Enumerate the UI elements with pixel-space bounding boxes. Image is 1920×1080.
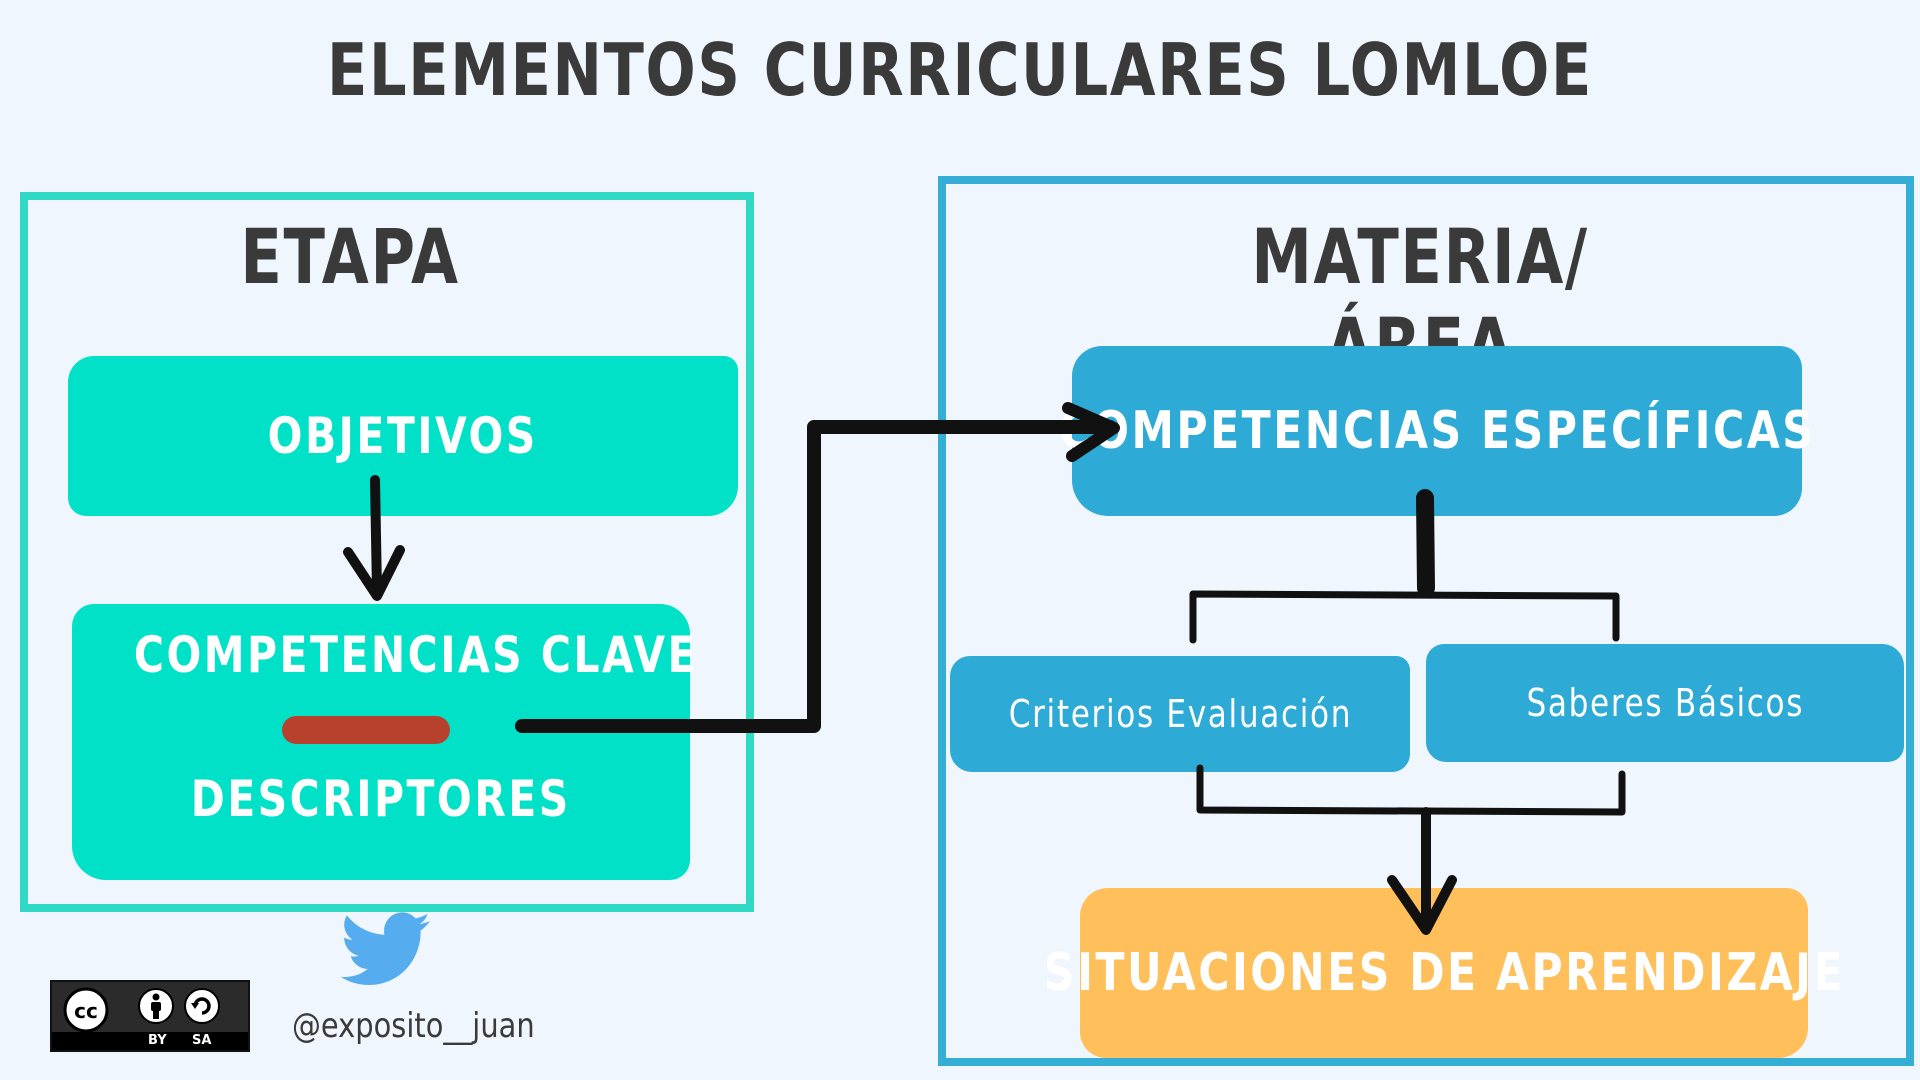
saberes-basicos-box: Saberes Básicos bbox=[1426, 644, 1904, 762]
by-person-icon bbox=[138, 988, 174, 1024]
red-separator-dash bbox=[282, 716, 450, 744]
saberes-basicos-label: Saberes Básicos bbox=[1526, 681, 1804, 725]
etapa-heading: ETAPA bbox=[240, 212, 460, 301]
page-title: ELEMENTOS CURRICULARES LOMLOE bbox=[326, 28, 1593, 112]
sa-recycle-icon bbox=[184, 988, 220, 1024]
criterios-evaluacion-label: Criterios Evaluación bbox=[1008, 692, 1352, 736]
cc-sa-label: SA bbox=[192, 1033, 212, 1048]
descriptores-label: DESCRIPTORES bbox=[191, 770, 571, 828]
criterios-evaluacion-box: Criterios Evaluación bbox=[950, 656, 1410, 772]
svg-text:cc: cc bbox=[74, 999, 98, 1023]
competencias-clave-label: COMPETENCIAS CLAVE bbox=[133, 626, 699, 684]
twitter-handle: @exposito__juan bbox=[292, 1006, 535, 1046]
objetivos-label: OBJETIVOS bbox=[267, 407, 539, 465]
twitter-bird-icon bbox=[340, 912, 431, 985]
cc-by-label: BY bbox=[148, 1033, 167, 1048]
cc-license-icons: cc bbox=[63, 987, 220, 1033]
competencias-especificas-box: COMPETENCIAS ESPECÍFICAS bbox=[1059, 346, 1813, 516]
situaciones-aprendizaje-label: SITUACIONES DE APRENDIZAJE bbox=[1043, 943, 1845, 1003]
cc-badge-band bbox=[52, 1032, 248, 1050]
cc-by-sa-license-badge: cc BY SA bbox=[50, 980, 250, 1052]
cc-icon: cc bbox=[63, 987, 109, 1033]
situaciones-aprendizaje-box: SITUACIONES DE APRENDIZAJE bbox=[1043, 888, 1842, 1058]
competencias-especificas-label: COMPETENCIAS ESPECÍFICAS bbox=[1058, 401, 1816, 461]
objetivos-box: OBJETIVOS bbox=[68, 356, 738, 516]
